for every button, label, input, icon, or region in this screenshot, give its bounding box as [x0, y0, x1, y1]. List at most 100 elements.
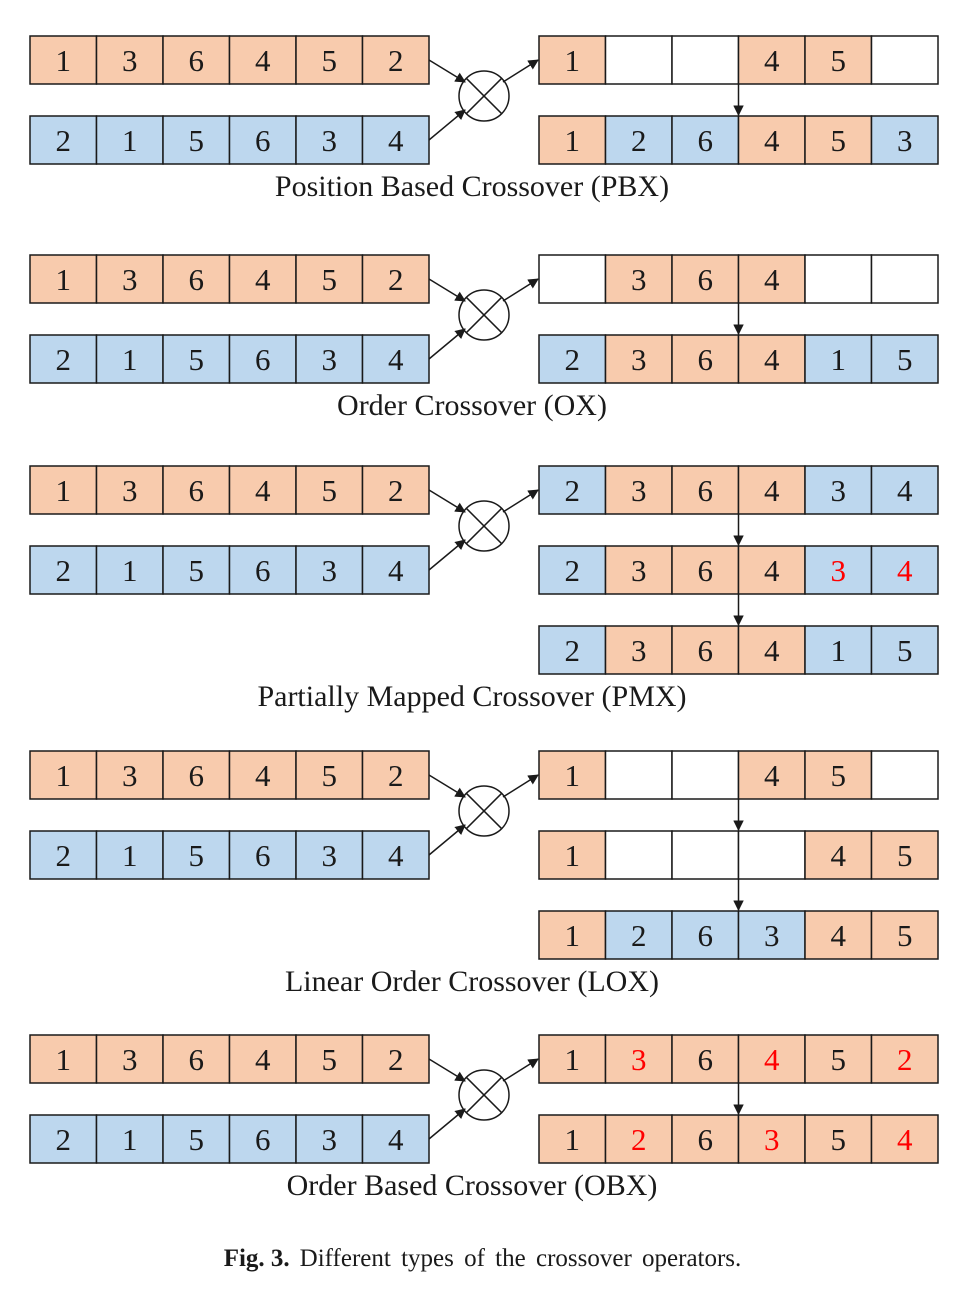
gene-cell — [538, 254, 607, 304]
gene-value: 3 — [631, 262, 647, 297]
gene-cell — [538, 910, 607, 960]
gene-cell — [29, 35, 98, 85]
gene-cell — [870, 115, 939, 165]
gene-value: 4 — [764, 553, 780, 588]
gene-cell — [737, 334, 806, 384]
gene-cell — [95, 334, 164, 384]
gene-value: 5 — [831, 43, 847, 78]
gene-value: 3 — [122, 262, 138, 297]
gene-value: 3 — [122, 473, 138, 508]
gene-value: 1 — [565, 758, 581, 793]
gene-cell — [870, 254, 939, 304]
gene-value: 3 — [322, 342, 338, 377]
gene-value: 4 — [764, 123, 780, 158]
gene-value: 5 — [831, 1122, 847, 1157]
gene-value: 4 — [255, 758, 271, 793]
gene-cell — [29, 1034, 98, 1084]
gene-cell — [737, 910, 806, 960]
gene-value: 3 — [122, 43, 138, 78]
section-title: Order Based Crossover (OBX) — [287, 1169, 658, 1202]
gene-value: 1 — [565, 918, 581, 953]
gene-value: 4 — [388, 838, 404, 873]
gene-cell — [737, 830, 806, 880]
gene-value: 5 — [897, 918, 913, 953]
gene-value: 4 — [388, 1122, 404, 1157]
gene-value: 2 — [56, 838, 72, 873]
gene-value: 2 — [388, 262, 404, 297]
gene-value: 4 — [897, 1122, 913, 1157]
arrow — [428, 774, 466, 798]
gene-value: 3 — [631, 1042, 647, 1077]
gene-value: 3 — [764, 918, 780, 953]
arrow — [428, 328, 466, 360]
gene-value: 5 — [189, 1122, 205, 1157]
gene-value: 4 — [897, 473, 913, 508]
crossover-circle-x-icon — [458, 500, 510, 552]
gene-value: 3 — [631, 473, 647, 508]
gene-cell — [538, 334, 607, 384]
gene-cell — [538, 545, 607, 595]
gene-cell — [870, 1034, 939, 1084]
gene-cell — [295, 254, 364, 304]
gene-value: 6 — [189, 473, 205, 508]
gene-value: 2 — [56, 553, 72, 588]
arrow — [428, 59, 466, 83]
arrow — [428, 109, 466, 141]
gene-cell — [538, 625, 607, 675]
gene-value: 6 — [698, 123, 714, 158]
gene-value: 6 — [255, 342, 271, 377]
arrow — [428, 539, 466, 571]
gene-value: 5 — [322, 758, 338, 793]
gene-cell — [604, 1034, 673, 1084]
gene-value: 3 — [764, 1122, 780, 1157]
gene-cell — [737, 625, 806, 675]
gene-value: 3 — [322, 1122, 338, 1157]
gene-value: 1 — [831, 342, 847, 377]
gene-cell — [538, 35, 607, 85]
gene-cell — [671, 830, 740, 880]
gene-value: 2 — [565, 633, 581, 668]
gene-cell — [162, 254, 231, 304]
gene-value: 2 — [388, 473, 404, 508]
gene-cell — [737, 545, 806, 595]
gene-value: 5 — [322, 1042, 338, 1077]
gene-value: 1 — [56, 1042, 72, 1077]
gene-cell — [538, 465, 607, 515]
gene-cell — [870, 750, 939, 800]
gene-value: 4 — [255, 1042, 271, 1077]
gene-value: 2 — [388, 758, 404, 793]
gene-cell — [162, 35, 231, 85]
gene-cell — [737, 35, 806, 85]
gene-value: 6 — [698, 342, 714, 377]
gene-value: 5 — [831, 758, 847, 793]
gene-value: 6 — [698, 1122, 714, 1157]
section-title: Order Crossover (OX) — [337, 389, 607, 422]
gene-cell — [671, 750, 740, 800]
gene-value: 6 — [255, 1122, 271, 1157]
figure-caption-text: Different types of the crossover operato… — [299, 1245, 742, 1272]
gene-cell — [671, 910, 740, 960]
section-title: Linear Order Crossover (LOX) — [285, 965, 659, 998]
gene-cell — [95, 35, 164, 85]
gene-cell — [870, 830, 939, 880]
gene-value: 5 — [322, 473, 338, 508]
gene-value: 3 — [631, 633, 647, 668]
gene-value: 5 — [189, 342, 205, 377]
gene-value: 6 — [698, 553, 714, 588]
arrow — [428, 1058, 466, 1082]
